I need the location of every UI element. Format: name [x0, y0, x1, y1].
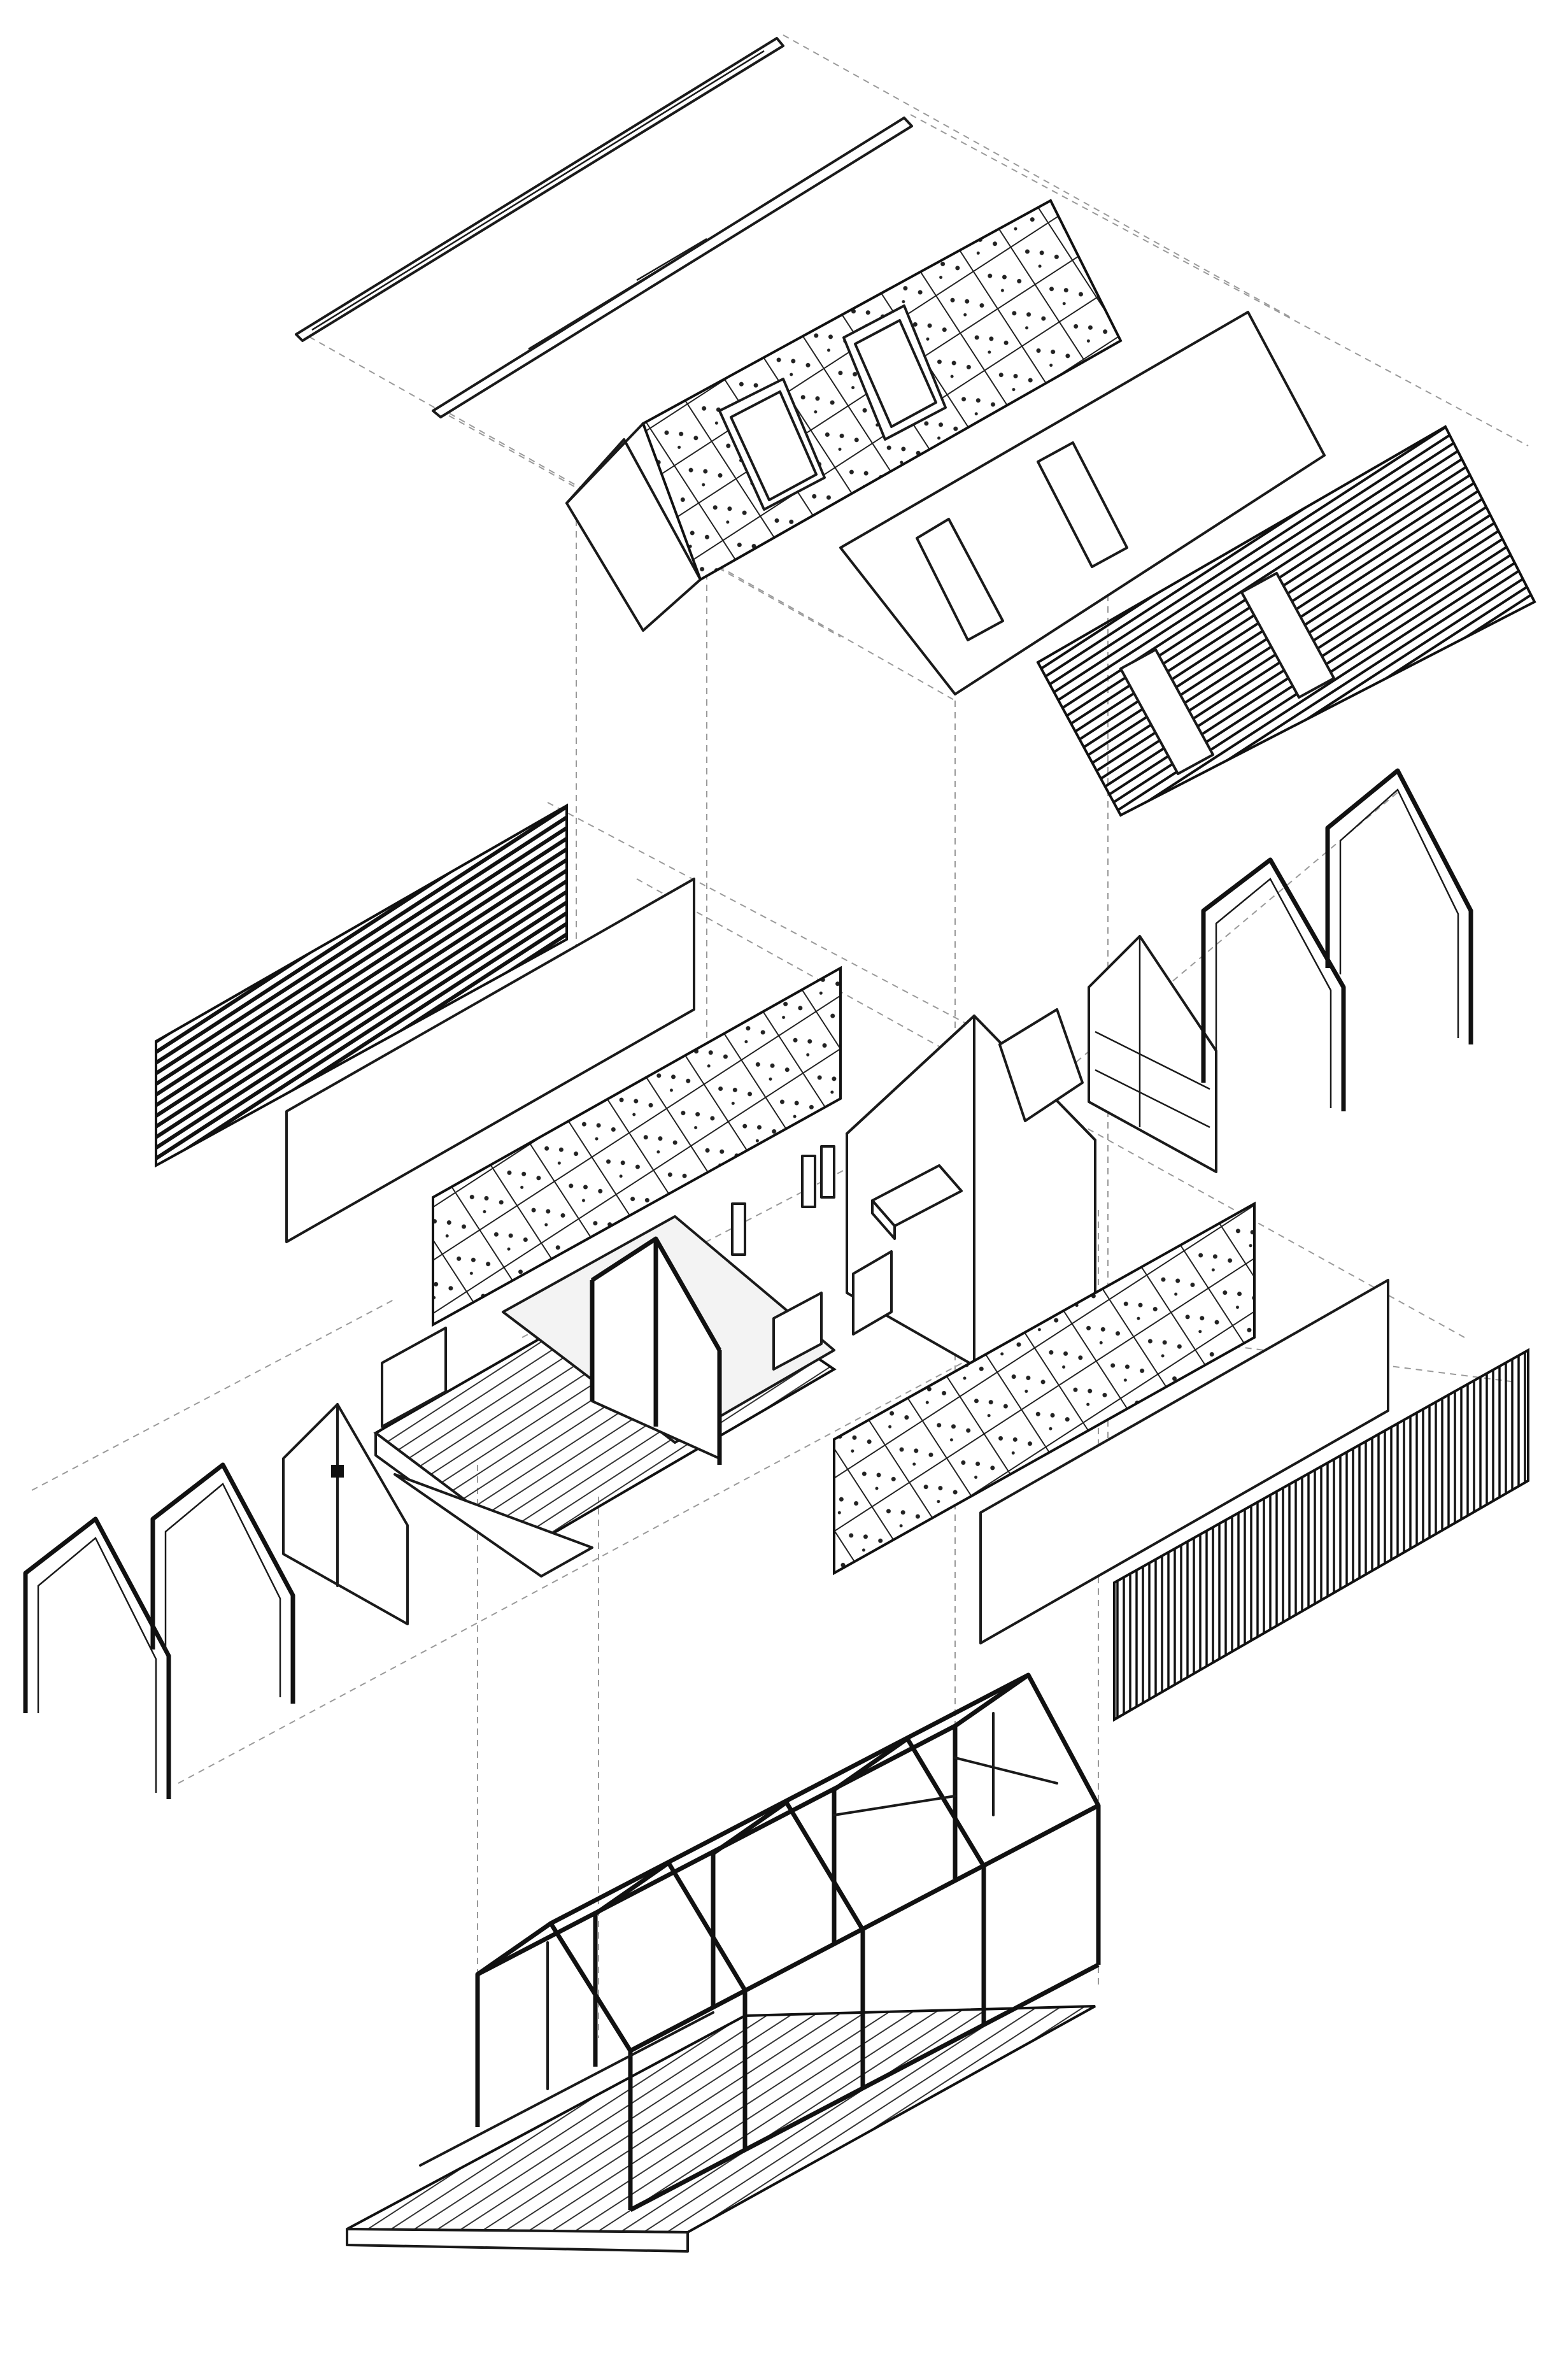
left-wall-membrane — [285, 878, 695, 1243]
roof-membrane-panel — [839, 311, 1326, 695]
gable-frame-right-outer — [1325, 768, 1473, 1044]
right-wall-structural-panel — [833, 1201, 1256, 1576]
interior-module — [373, 1008, 1096, 1578]
gable-frame-right-inner — [1088, 935, 1217, 1173]
gable-frame-left-middle — [150, 1462, 295, 1704]
right-wall-membrane — [979, 1279, 1389, 1644]
left-wall-structural-panel — [432, 966, 842, 1327]
left-wall-cladding — [155, 803, 568, 1168]
roof-flashing-strip — [295, 37, 784, 342]
gable-frame-left-inner — [282, 1403, 409, 1625]
gable-frame-right-middle — [1201, 857, 1346, 1111]
roof-structural-panel — [565, 199, 1123, 632]
base-timber-frame — [346, 1672, 1101, 2253]
roof-ridge-strip — [432, 117, 913, 418]
right-wall-cladding — [1113, 1348, 1529, 1722]
gable-frame-left-outer — [23, 1516, 171, 1799]
roof-cladding-panel — [1036, 425, 1536, 817]
